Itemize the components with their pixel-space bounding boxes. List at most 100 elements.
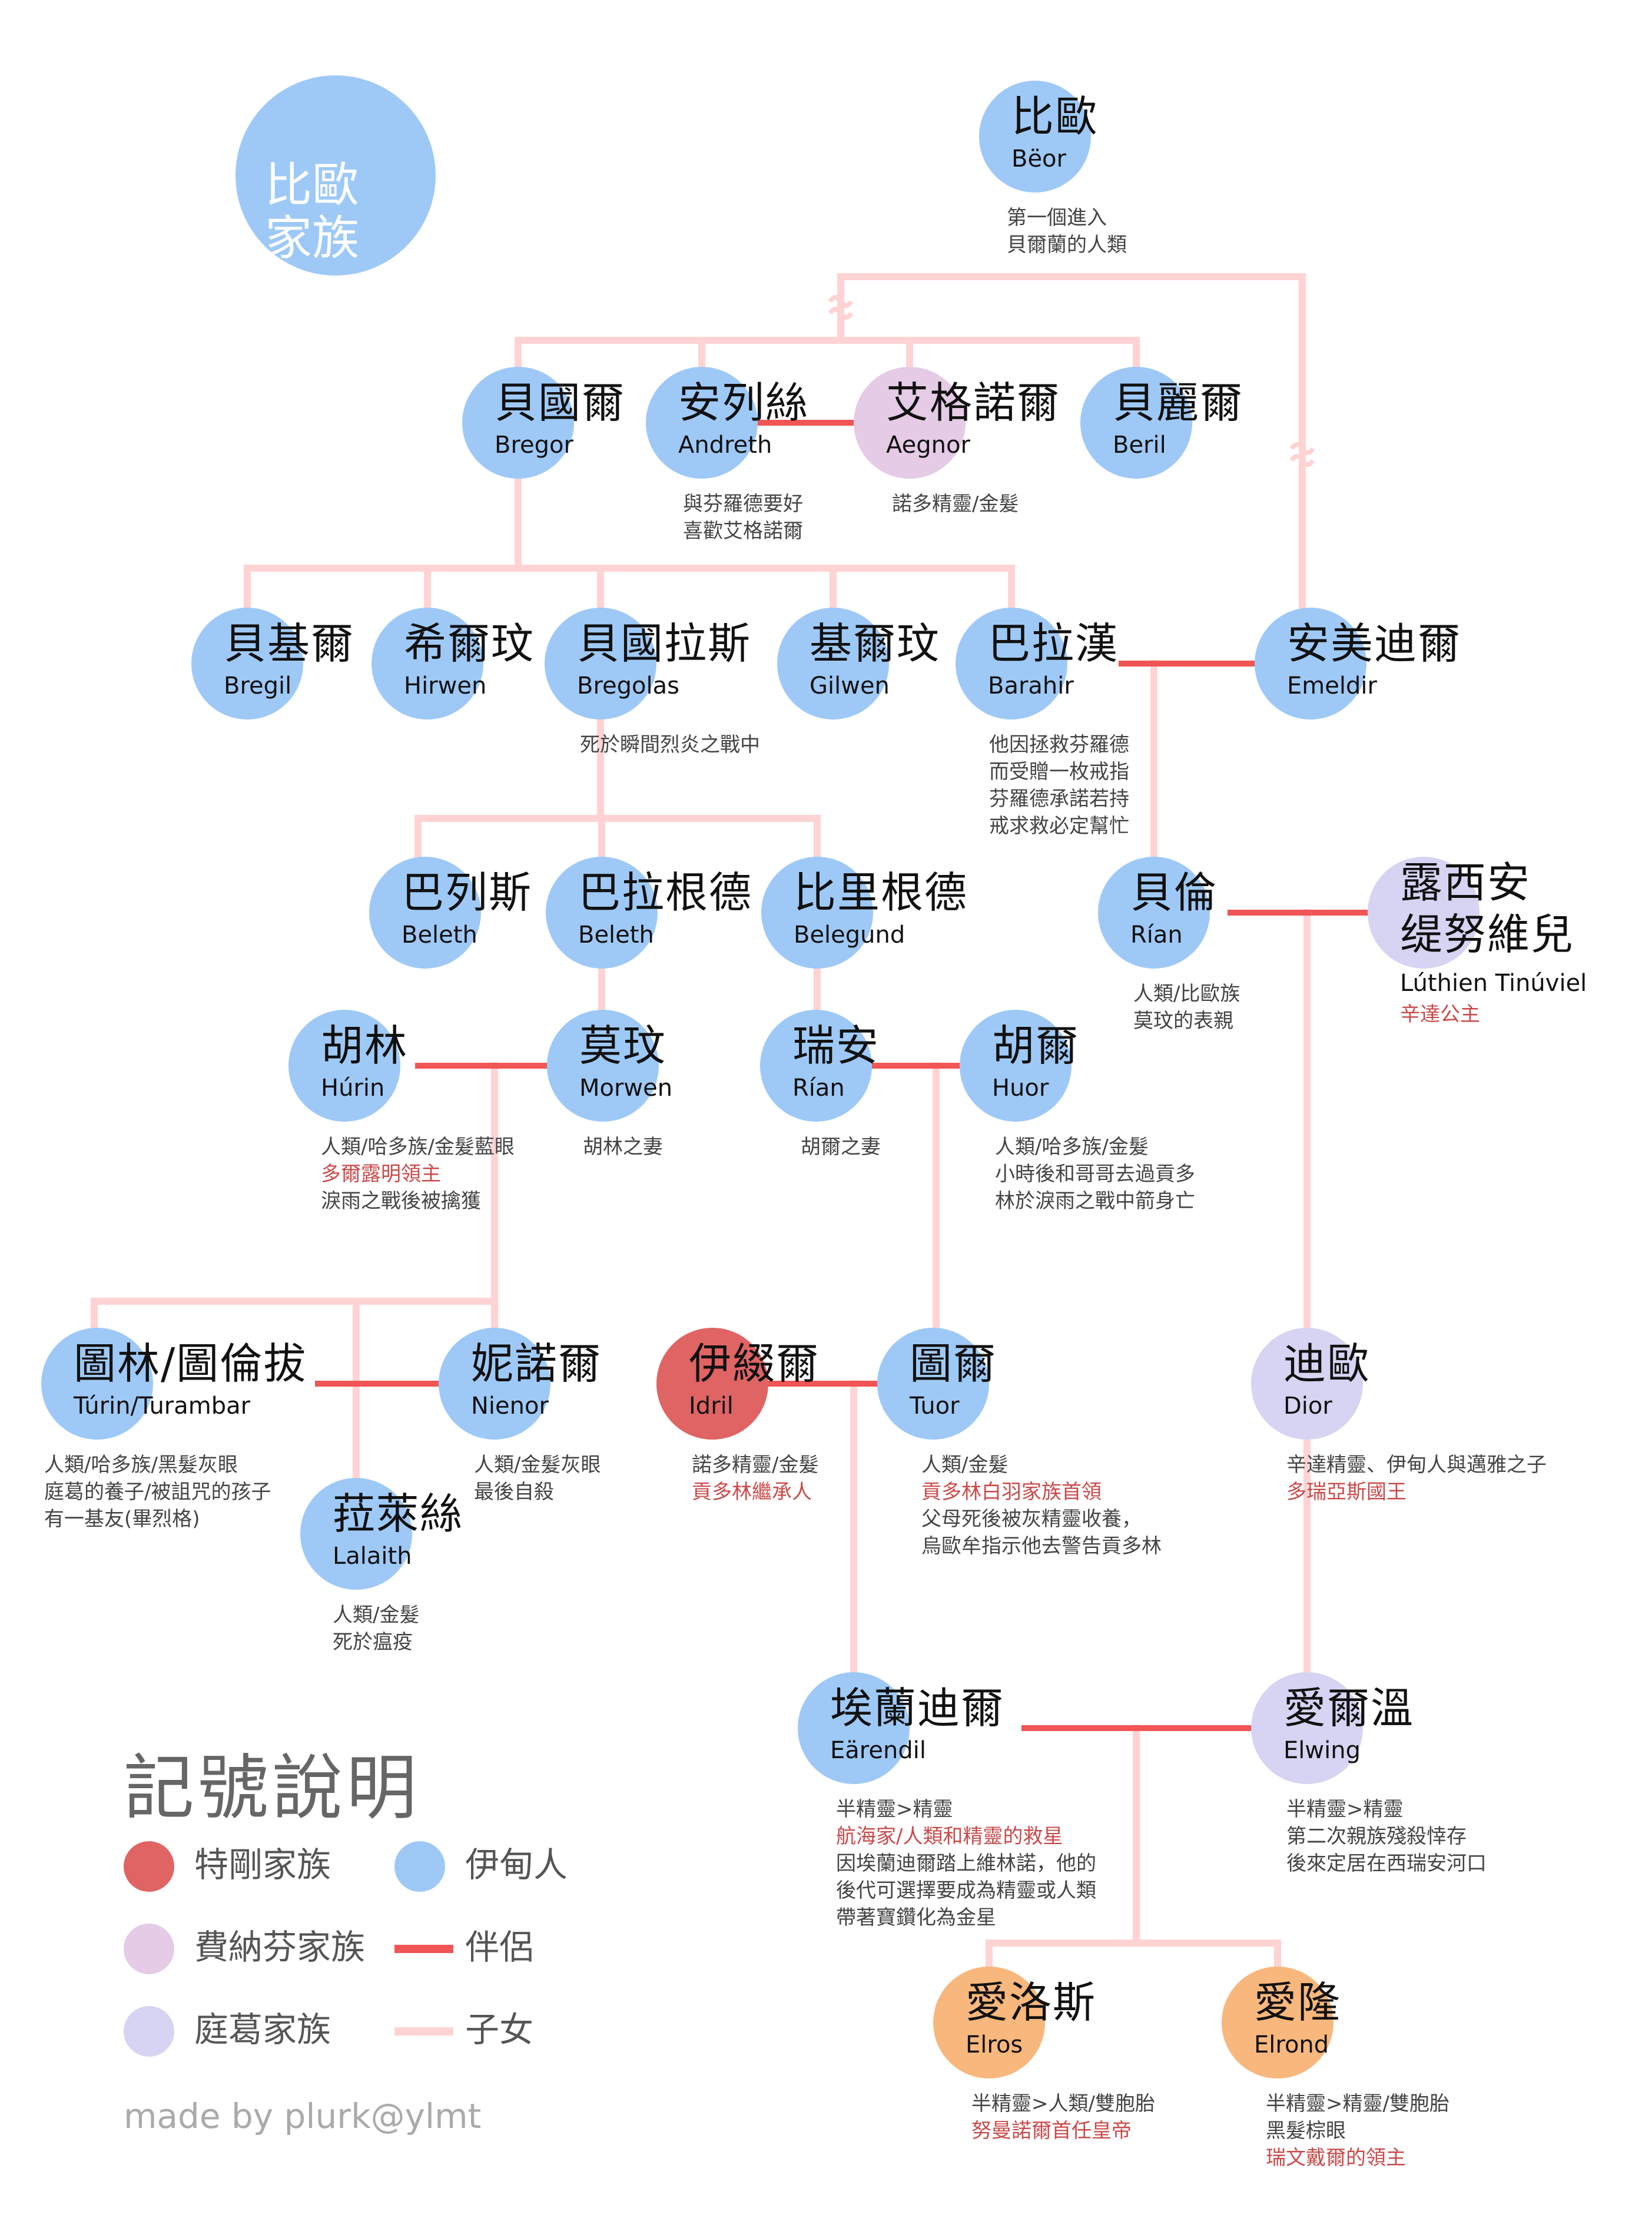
legend-label: 伊甸人 [465,1845,568,1885]
note-line: 人類/哈多族/金髮 [995,1135,1149,1159]
person-notes: 半精靈>人類/雙胞胎努曼諾爾首任皇帝 [971,2090,1155,2144]
note-line: 帶著寶鑽化為金星 [836,1906,996,1929]
person-name-en: Rían [792,1075,845,1102]
person-name-cn: 貝基爾 [224,619,355,668]
person-circle-lalaith [300,1478,412,1590]
person-name-en: Beleth [402,921,477,949]
note-line: 半精靈>精靈 [1286,1798,1404,1821]
note-line: 黑髮棕眼 [1266,2119,1346,2143]
person-name-en: Bregor [495,432,573,459]
note-line: 胡爾之妻 [801,1135,881,1159]
note-line: 貢多林白羽家族首領 [921,1480,1102,1504]
person-circle-bregolas [545,608,656,720]
note-line: 最後自殺 [474,1480,554,1504]
person-notes: 人類/哈多族/金髮藍眼多爾露明領主淚雨之戰後被擒獲 [321,1133,515,1215]
person-circle-gilwen [777,608,889,720]
note-line: 努曼諾爾首任皇帝 [971,2119,1132,2143]
note-line: 死於瞬間烈炎之戰中 [580,733,760,757]
person-name-cn: 巴列斯 [402,868,533,917]
note-line: 半精靈>精靈/雙胞胎 [1266,2092,1449,2116]
note-line: 芬羅德承諾若持 [989,787,1129,811]
person-name-en: Emeldir [1287,672,1377,699]
person-circle-tuor [877,1328,989,1440]
note-line: 與芬羅德要好 [683,492,803,516]
note-line: 因埃蘭迪爾踏上維林諾，他的 [836,1852,1096,1875]
note-line: 庭葛的養子/被詛咒的孩子 [44,1480,271,1504]
person-name-en: Elrond [1254,2031,1329,2058]
person-circle-beril [1080,367,1192,479]
person-name-cn: 愛隆 [1254,1978,1342,2027]
person-circle-beleth2 [546,857,658,969]
note-line: 喜歡艾格諾爾 [683,519,803,543]
note-line: 烏歐牟指示他去警告貢多林 [921,1534,1162,1558]
person-name-en: Elros [966,2031,1023,2058]
person-circle-dior [1251,1328,1363,1440]
person-notes: 辛達精靈、伊甸人與邁雅之子多瑞亞斯國王 [1286,1451,1547,1506]
person-circle-beor [979,81,1091,193]
person-name-cn: 瑞安 [792,1021,880,1070]
person-notes: 第一個進入貝爾蘭的人類 [1007,204,1127,258]
person-name-en: Idril [689,1393,734,1420]
person-name-cn: 貝麗爾 [1113,378,1244,427]
person-circle-elrond [1222,1967,1333,2078]
legend-label: 特剛家族 [194,1845,331,1885]
person-name-cn: 胡爾 [992,1021,1080,1070]
person-name-en: Aegnor [886,432,970,459]
note-line: 父母死後被灰精靈收養， [921,1507,1142,1531]
note-line: 諾多精靈/金髮 [892,492,1019,516]
note-line: 人類/金髮灰眼 [474,1453,601,1477]
person-name-en: Elwing [1283,1737,1361,1764]
person-circle-morwen [547,1010,659,1122]
legend-line-icon [394,1945,453,1953]
note-line: 貝爾蘭的人類 [1007,233,1127,257]
person-circle-idril [656,1328,768,1440]
person-circle-earendil [798,1672,910,1784]
note-line: 第一個進入 [1007,206,1107,230]
note-line: 人類/金髮 [921,1453,1009,1477]
person-name-cn: 愛爾溫 [1283,1683,1415,1733]
legend-dot-icon [124,2006,174,2057]
person-name-en: Barahir [988,672,1074,699]
note-line: 諾多精靈/金髮 [692,1453,819,1477]
person-name-cn: 妮諾爾 [471,1339,602,1388]
person-circle-elwing [1251,1672,1363,1784]
person-name-cn: 基爾玟 [810,619,941,668]
person-name-en: Túrin/Turambar [74,1393,251,1420]
person-name-cn: 愛洛斯 [966,1978,1097,2027]
note-line: 人類/哈多族/金髮藍眼 [321,1135,515,1159]
title-bubble [235,75,436,276]
note-line: 半精靈>人類/雙胞胎 [971,2092,1155,2116]
note-line: 而受贈一枚戒指 [989,760,1129,784]
person-circle-rian [760,1010,872,1122]
note-line: 莫玟的表親 [1133,1009,1233,1033]
person-circle-turin [41,1328,153,1440]
person-notes: 胡林之妻 [583,1133,663,1161]
person-name-en: Húrin [321,1075,385,1102]
person-circle-hirwen [371,608,483,720]
note-line: 半精靈>精靈 [836,1798,953,1821]
note-line: 航海家/人類和精靈的救星 [836,1825,1063,1848]
note-line: 他因拯救芬羅德 [989,733,1129,757]
note-line: 多瑞亞斯國王 [1286,1480,1406,1504]
person-name-en: Huor [992,1075,1049,1102]
person-name-cn: 貝國拉斯 [577,619,752,668]
person-name-en: Bëor [1011,145,1066,173]
person-name-cn: 貝倫 [1130,868,1218,917]
note-line: 辛達精靈、伊甸人與邁雅之子 [1286,1453,1547,1477]
person-name-cn: 圖爾 [910,1339,997,1388]
person-name-cn: 艾格諾爾 [886,378,1061,427]
note-line: 人類/哈多族/黑髮灰眼 [44,1453,238,1477]
person-circle-huor [960,1010,1072,1122]
person-notes: 胡爾之妻 [801,1133,881,1161]
person-name-cn: 圖林/圖倫拔 [74,1339,307,1388]
person-name-en: Dior [1283,1393,1332,1420]
note-line: 死於瘟疫 [333,1630,413,1654]
person-circle-belegund [761,857,873,969]
person-name-cn: 巴拉漢 [988,619,1119,668]
person-circle-elros [933,1967,1045,2078]
note-line: 淚雨之戰後被擒獲 [321,1189,481,1213]
person-circle-hurin [288,1010,400,1122]
person-circle-emeldir [1255,608,1366,720]
person-notes: 與芬羅德要好喜歡艾格諾爾 [683,490,803,545]
